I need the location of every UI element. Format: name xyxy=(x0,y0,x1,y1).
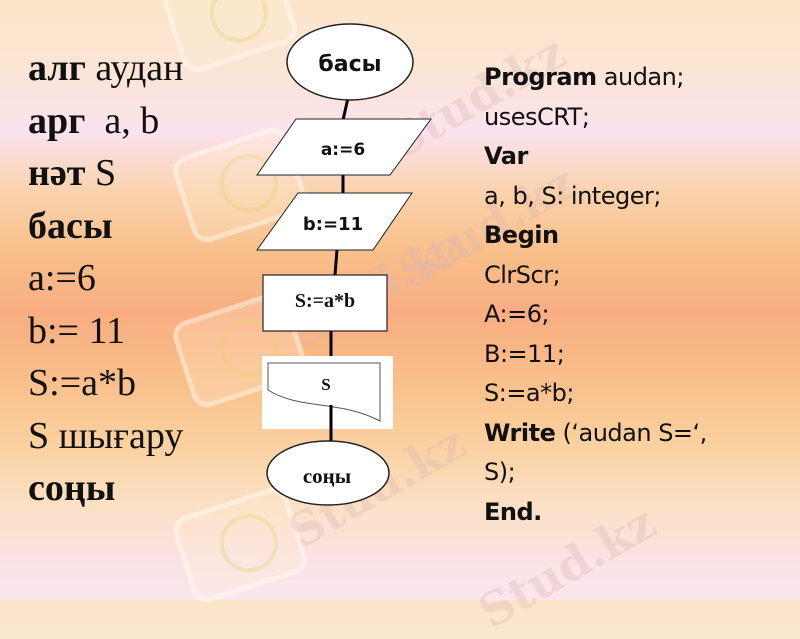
algorithm-line: алг аудан xyxy=(28,47,184,89)
program-line: B:=11; xyxy=(484,339,565,368)
program-line: ClrScr; xyxy=(484,260,561,289)
algorithm-line: арг a, b xyxy=(28,99,160,142)
flowchart: басы a:=6 b:=11 S:=a*b S соңы xyxy=(256,23,432,506)
algorithm-line: нәт S xyxy=(28,152,117,194)
flowchart-input-a: a:=6 xyxy=(256,118,432,176)
program-line: Write (‘audan S=‘, xyxy=(484,418,707,447)
program-line: Program audan; xyxy=(484,63,684,91)
program-line: S); xyxy=(484,458,516,486)
svg-text:S: S xyxy=(321,375,330,394)
algorithm-line: басы xyxy=(28,204,113,247)
program-line: S:=a*b; xyxy=(484,379,574,407)
flowchart-output-document: S xyxy=(262,356,393,429)
algorithm-line: соңы xyxy=(28,467,116,509)
algorithm-pseudocode: алг аудан арг a, b нәт S басы a:=6 b:= 1… xyxy=(28,42,184,515)
program-line: a, b, S: integer; xyxy=(484,181,661,210)
pascal-program: Program audan; usesCRT; Var a, b, S: int… xyxy=(484,58,707,532)
algorithm-line: a:=6 xyxy=(28,257,96,299)
svg-text:a:=6: a:=6 xyxy=(321,140,365,160)
algorithm-line: S:=a*b xyxy=(28,362,136,404)
program-line: Begin xyxy=(484,221,559,249)
algorithm-line: b:= 11 xyxy=(28,309,126,352)
svg-text:b:=11: b:=11 xyxy=(303,214,363,235)
algorithm-line: S шығару xyxy=(28,414,184,457)
flowchart-process: S:=a*b xyxy=(262,274,388,332)
program-line: End. xyxy=(484,497,542,526)
program-line: Var xyxy=(484,142,528,170)
svg-text:басы: басы xyxy=(318,52,381,77)
svg-text:S:=a*b: S:=a*b xyxy=(295,290,355,312)
svg-text:соңы: соңы xyxy=(303,464,351,488)
flowchart-start-terminal: басы xyxy=(286,23,414,101)
program-line: usesCRT; xyxy=(484,102,590,131)
flowchart-input-b: b:=11 xyxy=(256,192,413,251)
flowchart-end-terminal: соңы xyxy=(266,440,390,506)
program-line: A:=6; xyxy=(484,300,550,328)
